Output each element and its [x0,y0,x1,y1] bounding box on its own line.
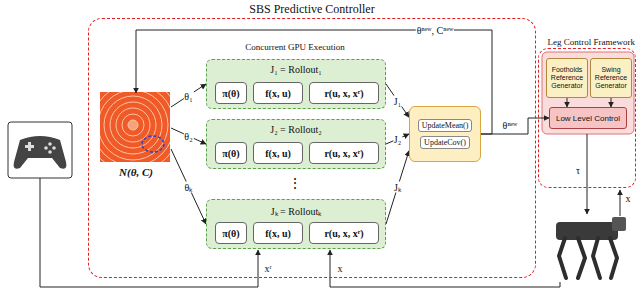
signal-label: x [337,263,344,274]
function-box: π(θ) [215,82,247,104]
node-text: r(u, x, xʳ) [324,228,363,239]
gamepad-frame [8,122,72,178]
node-text: J₂ = Rollout₂ [270,124,322,135]
connector [386,84,409,117]
node-text: Jₖ = Rolloutₖ [271,204,322,218]
quadruped-robot [556,217,626,278]
node-text: Footholds Reference Generator [549,66,585,90]
sample-ellipse [142,136,164,152]
node-text: Swing Reference Generator [593,66,629,90]
ellipsis-mark: ⋮ [287,175,303,191]
connector [171,149,206,224]
update-box: UpdateMean() UpdateCov() [409,106,481,162]
edge-label: θⁿᵉʷ [502,120,519,131]
node-text: f(x, u) [265,228,291,239]
signal-label: x [625,193,632,204]
rollout-box: J₂ = Rollout₂ π(θ) f(x, u) r(u, x, xʳ) [206,119,386,169]
distribution-box: N(θ, C) [101,93,171,163]
edge-label: θⁿᵉʷ, Cⁿᵉʷ [416,25,454,36]
function-box: r(u, x, xʳ) [309,82,379,104]
contour-rings [100,92,170,162]
signal-label: τ [575,165,581,176]
function-box: r(u, x, xʳ) [309,222,379,244]
edge-label: θₖ [184,181,194,192]
edge-label: θ₂ [183,131,193,142]
edge-label: J₂ [393,134,402,145]
rollout-box: Jₖ = Rolloutₖ π(θ) f(x, u) r(u, x, xʳ) [206,199,386,249]
generator-box: Swing Reference Generator [590,58,632,98]
leg-framework-region: Leg Control FrameworkFootholds Reference… [538,48,636,188]
signal-wires [40,134,620,287]
connector [386,151,409,224]
node-text: π(θ) [222,148,239,159]
node-text: r(u, x, xʳ) [324,148,363,159]
node-text: J₁ = Rollout₁ [270,64,322,75]
edge-label: θ₁ [183,90,193,101]
connector [611,98,612,107]
controller-region: SBS Predictive ControllerN(θ, C)J₁ = Rol… [88,18,536,278]
edge-label: J₁ [393,95,402,106]
node-text: f(x, u) [265,148,291,159]
function-box: π(θ) [215,142,247,164]
node-text: N(θ, C) [119,166,153,178]
node-text: Low Level Control [556,114,620,123]
signal-label: xʳ [263,263,272,274]
node-text: π(θ) [222,228,239,239]
connector [171,84,206,107]
function-box: f(x, u) [253,142,303,164]
gamepad-icon [14,136,67,169]
node-text: r(u, x, xʳ) [324,88,363,99]
connector [567,98,568,107]
connector [386,134,409,144]
generator-box: Footholds Reference Generator [546,58,588,98]
node-text: f(x, u) [265,88,291,99]
function-box: π(θ) [215,222,247,244]
edge-label: Jₖ [393,182,402,193]
node-text: SBS Predictive Controller [89,2,535,17]
node-text: Leg Control Framework [548,37,635,47]
control-box: Low Level Control [549,107,627,129]
leg-control-panel [542,52,634,134]
node-text: π(θ) [222,88,239,99]
rollout-box: J₁ = Rollout₁ π(θ) f(x, u) r(u, x, xʳ) [206,59,386,109]
section-label: Concurrent GPU Execution [244,43,345,53]
node-text: UpdateCov() [420,136,470,149]
connector [171,128,206,144]
node-text: UpdateMean() [418,119,473,132]
function-box: f(x, u) [253,222,303,244]
function-box: f(x, u) [253,82,303,104]
function-box: r(u, x, xʳ) [309,142,379,164]
